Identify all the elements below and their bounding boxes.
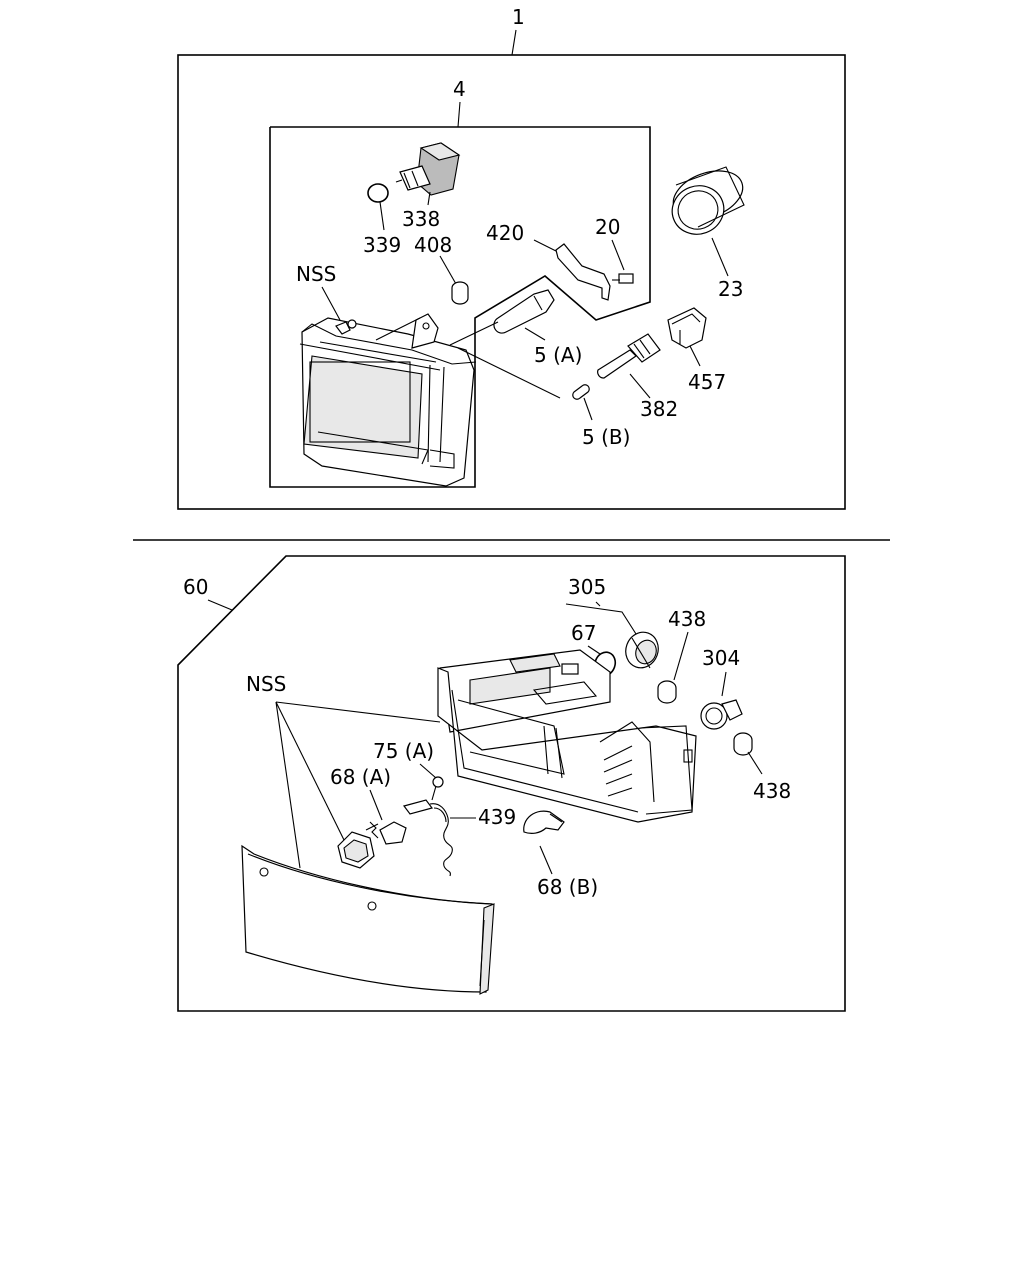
label-457: 457 (688, 370, 726, 394)
label-20: 20 (595, 215, 620, 239)
part-339-oring (367, 183, 389, 203)
label-304: 304 (702, 646, 740, 670)
part-23-ring (671, 166, 745, 235)
part-5b-bulb (572, 384, 590, 400)
part-420-bracket (555, 243, 611, 301)
part-20-screw (612, 273, 634, 284)
label-4: 4 (453, 77, 466, 101)
part-75a-screw (431, 776, 444, 801)
part-68b-bulb (523, 810, 565, 834)
part-382-bulb (597, 333, 661, 379)
part-457-socket (667, 307, 707, 349)
label-68b: 68 (B) (537, 875, 598, 899)
label-420: 420 (486, 221, 524, 245)
label-nss-top: NSS (296, 262, 336, 286)
label-408: 408 (414, 233, 452, 257)
label-438-a: 438 (668, 607, 706, 631)
label-382: 382 (640, 397, 678, 421)
assembly-60: 60 305 67 438 304 438 (177, 555, 846, 1012)
part-68a-bulb (365, 821, 407, 845)
label-338: 338 (402, 207, 440, 231)
label-5b: 5 (B) (582, 425, 630, 449)
assembly-1: 1 4 338 339 408 420 20 (177, 5, 846, 510)
part-305-socket (625, 631, 659, 669)
label-5a: 5 (A) (534, 343, 582, 367)
part-439-harness (402, 799, 453, 877)
part-438-cap-b (733, 732, 753, 756)
label-339: 339 (363, 233, 401, 257)
label-67: 67 (571, 621, 596, 645)
label-438-b: 438 (753, 779, 791, 803)
part-438-cap-a (657, 680, 677, 704)
part-338-socket (395, 142, 461, 196)
lamp-lens (241, 844, 495, 995)
part-68a-holder (337, 831, 375, 869)
assembly-1-frame (177, 54, 846, 510)
label-68a: 68 (A) (330, 765, 391, 789)
part-408-cap (451, 281, 469, 305)
lamp-housing (437, 649, 697, 823)
headlamp-top (299, 313, 477, 487)
part-304-socket (700, 699, 743, 730)
label-439: 439 (478, 805, 516, 829)
label-23: 23 (718, 277, 743, 301)
label-1: 1 (512, 5, 525, 29)
label-75a: 75 (A) (373, 739, 434, 763)
part-5a-bulb (493, 289, 555, 334)
label-305: 305 (568, 575, 606, 599)
label-60: 60 (183, 575, 208, 599)
assembly-4-frame (269, 126, 651, 488)
label-nss-bottom: NSS (246, 672, 286, 696)
assembly-60-frame (177, 555, 846, 1012)
